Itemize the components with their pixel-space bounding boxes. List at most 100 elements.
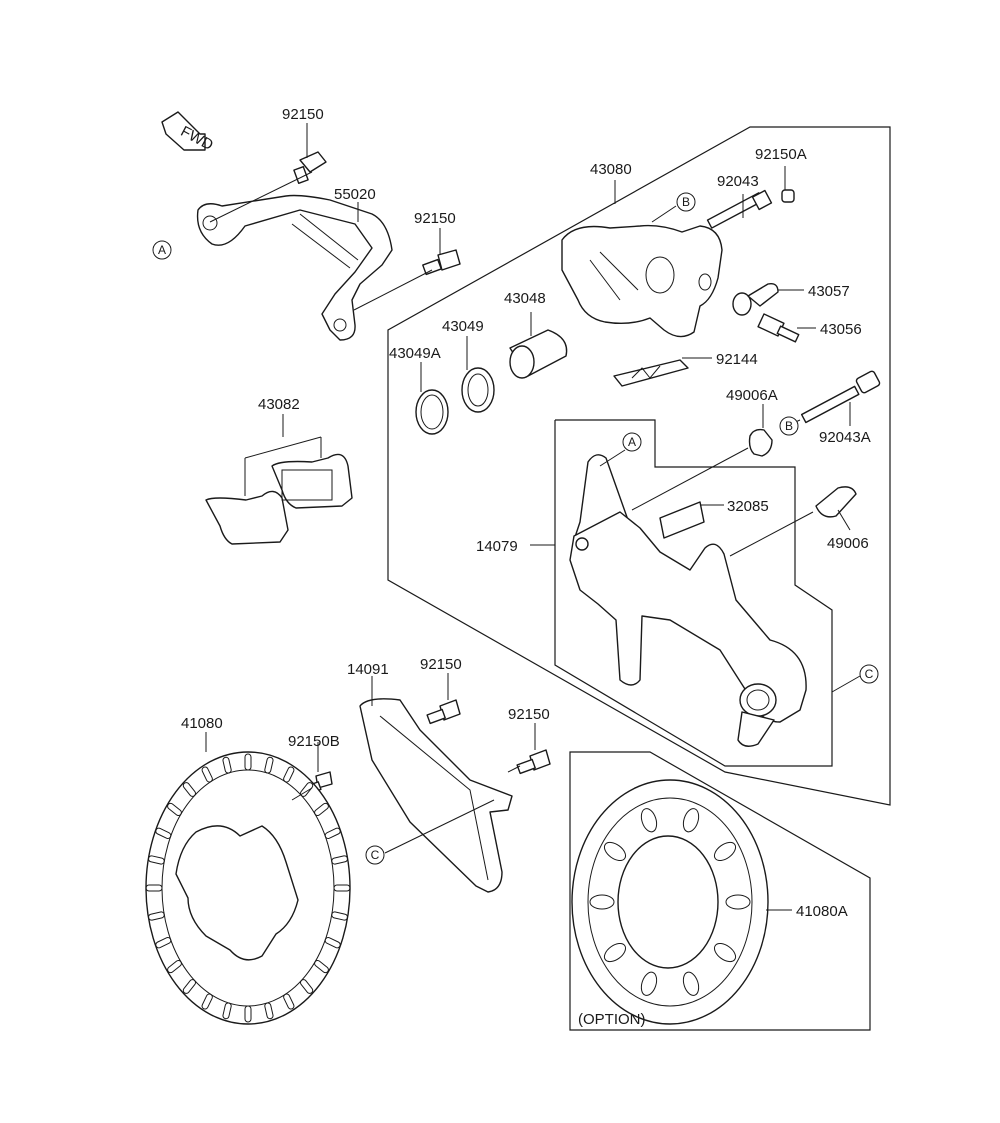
disc-vent-hole <box>603 841 627 861</box>
disc-vent-hole <box>725 894 751 910</box>
clip-43057 <box>732 282 779 316</box>
disc-vent-hole <box>640 971 658 996</box>
leader-lines <box>205 123 861 911</box>
pin-92043 <box>706 189 773 229</box>
bolt-92150-mid <box>422 249 461 276</box>
label-43082: 43082 <box>258 396 300 413</box>
ref-marker-c-bracket: C <box>859 664 879 684</box>
disc-vent-hole <box>713 841 737 861</box>
disc-slot <box>331 855 349 865</box>
disc-slot <box>314 802 329 817</box>
disc-slot <box>314 959 329 974</box>
label-43048: 43048 <box>504 290 546 307</box>
label-43049A: 43049A <box>389 345 441 362</box>
caliper-assembly-frame <box>387 126 891 806</box>
disc-vent-hole <box>589 894 615 910</box>
label-41080A: 41080A <box>796 903 848 920</box>
label-49006A: 49006A <box>726 387 778 404</box>
option-label: (OPTION) <box>578 1011 646 1028</box>
disc-slot <box>182 979 197 994</box>
disc-slot <box>167 959 182 974</box>
plate-32085 <box>659 501 705 539</box>
piston-43048 <box>509 329 568 379</box>
spring-92144 <box>613 359 689 387</box>
disc-vent-hole <box>682 808 700 833</box>
bracket-assembly-frame <box>554 419 833 767</box>
svg-text:C: C <box>371 848 380 862</box>
label-55020: 55020 <box>334 186 376 203</box>
caliper-body <box>561 224 723 338</box>
boot-49006 <box>815 486 857 518</box>
svg-text:A: A <box>158 243 166 257</box>
caliper-bracket-14079 <box>569 454 807 747</box>
ref-marker-b-caliper: B <box>676 192 696 212</box>
disc-vent-hole <box>713 943 737 963</box>
ref-marker-b-pin: B <box>779 416 799 436</box>
disc-vent-hole <box>603 943 627 963</box>
disc-slot <box>299 782 314 797</box>
disc-slot <box>201 766 213 783</box>
plug-92150A <box>781 189 795 203</box>
disc-slot <box>324 827 341 840</box>
disc-slot <box>331 911 349 921</box>
caliper-hanger-bracket <box>196 194 393 341</box>
fwd-arrow-icon: FWD <box>161 111 216 154</box>
disc-slot <box>264 1002 274 1020</box>
seal-43049 <box>461 367 495 413</box>
label-92150-mid: 92150 <box>414 210 456 227</box>
label-41080: 41080 <box>181 715 223 732</box>
svg-text:B: B <box>785 419 793 433</box>
label-49006: 49006 <box>827 535 869 552</box>
brake-disc-41080A <box>571 779 769 1025</box>
label-43056: 43056 <box>820 321 862 338</box>
disc-slot <box>201 993 213 1010</box>
disc-slot <box>264 756 274 774</box>
label-43049: 43049 <box>442 318 484 335</box>
disc-vent-hole <box>682 971 700 996</box>
label-43080: 43080 <box>590 161 632 178</box>
label-92150A: 92150A <box>755 146 807 163</box>
svg-text:B: B <box>682 195 690 209</box>
brake-disc-41080 <box>145 751 351 1025</box>
ref-marker-a-bracket: A <box>622 432 642 452</box>
svg-text:A: A <box>628 435 636 449</box>
disc-slot <box>222 756 232 774</box>
disc-slot <box>222 1002 232 1020</box>
ref-marker-c-guard: C <box>365 845 385 865</box>
disc-slot <box>283 993 295 1010</box>
label-14091: 14091 <box>347 661 389 678</box>
brake-pads-43082 <box>205 453 353 545</box>
disc-slot <box>155 827 172 840</box>
svg-text:C: C <box>865 667 874 681</box>
bolt-92150-low2 <box>516 749 551 775</box>
option-frame <box>569 751 871 1031</box>
pin-92043A <box>800 370 881 424</box>
bleeder-valve-43056 <box>757 313 800 343</box>
disc-slot <box>333 884 351 892</box>
label-92150-top: 92150 <box>282 106 324 123</box>
label-43057: 43057 <box>808 283 850 300</box>
ref-marker-a-left: A <box>152 240 172 260</box>
seal-43049A <box>415 389 449 435</box>
disc-slot <box>145 884 163 892</box>
disc-slot <box>244 1005 252 1023</box>
disc-slot <box>244 753 252 771</box>
bolt-92150-low1 <box>426 699 461 725</box>
label-32085: 32085 <box>727 498 769 515</box>
label-14079: 14079 <box>476 538 518 555</box>
disc-vent-hole <box>640 808 658 833</box>
label-92043: 92043 <box>717 173 759 190</box>
disc-slot <box>147 911 165 921</box>
disc-slot <box>182 782 197 797</box>
disc-guard-14091 <box>359 698 513 893</box>
disc-slot <box>283 766 295 783</box>
label-92043A: 92043A <box>819 429 871 446</box>
disc-slot <box>299 979 314 994</box>
disc-slot <box>155 936 172 949</box>
label-92150-low1: 92150 <box>420 656 462 673</box>
label-92150B: 92150B <box>288 733 340 750</box>
disc-slot <box>167 802 182 817</box>
label-92150-low2: 92150 <box>508 706 550 723</box>
label-92144: 92144 <box>716 351 758 368</box>
